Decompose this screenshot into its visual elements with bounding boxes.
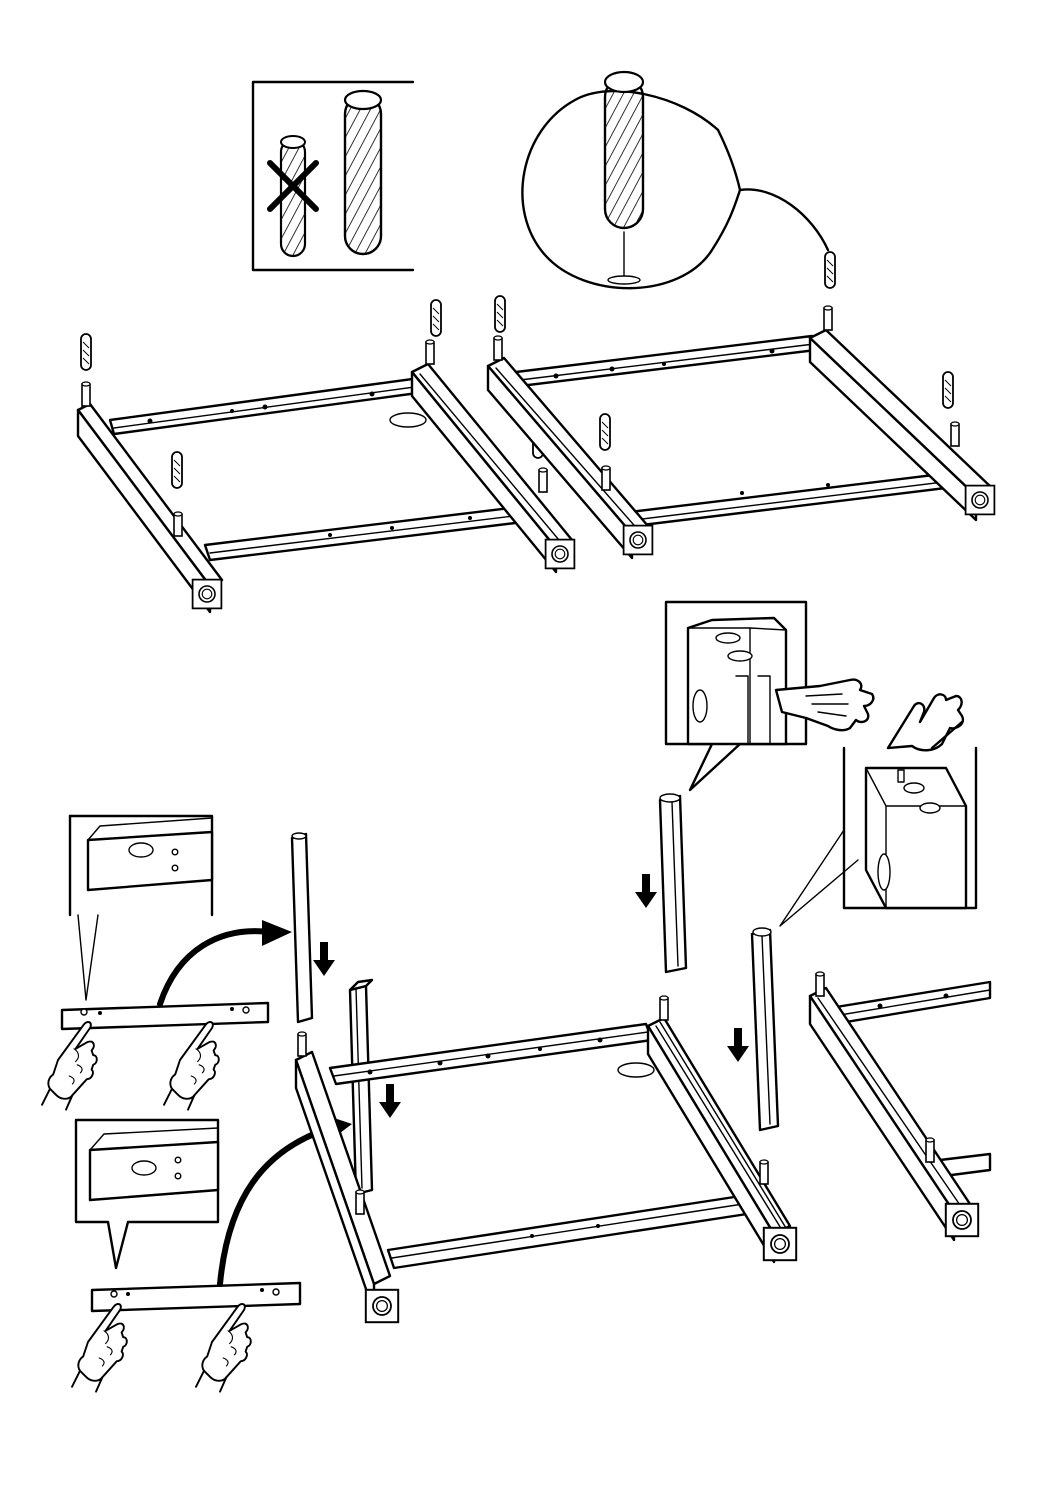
magnifier-callout xyxy=(522,72,828,288)
pointing-hand-icon xyxy=(42,1022,97,1110)
detail-callout-right xyxy=(780,748,976,926)
detail-callout-bottom-left xyxy=(76,1120,218,1268)
pointing-hand-icon xyxy=(196,1304,251,1392)
dowel-icon xyxy=(605,72,643,228)
down-arrow-icon xyxy=(635,874,657,908)
pointing-hand-icon xyxy=(164,1022,219,1110)
down-arrow-icon xyxy=(727,1028,749,1062)
step-insert-dowels xyxy=(78,72,994,612)
curved-arrow-icon xyxy=(160,920,292,1004)
pointing-hand-down-icon xyxy=(888,694,963,750)
side-frame-partial xyxy=(810,972,990,1240)
down-arrow-icon xyxy=(379,1084,401,1118)
upright-panel-left-front xyxy=(350,980,372,1194)
dowel-comparison-inset xyxy=(253,82,413,270)
pointing-hand-icon xyxy=(72,1304,127,1392)
upright-panel-right xyxy=(752,928,778,1130)
base-frame-right xyxy=(488,252,994,558)
step-attach-uprights xyxy=(42,602,990,1392)
upright-panel-middle xyxy=(660,794,686,972)
detail-callout-top-left xyxy=(70,816,212,1000)
down-arrow-icon xyxy=(313,942,335,976)
pointing-hand-horizontal-icon xyxy=(776,680,873,731)
small-rail-bottom xyxy=(92,1283,300,1311)
small-rail-top xyxy=(62,1003,268,1029)
upright-panel-left-back xyxy=(292,833,312,1022)
correct-dowel-icon xyxy=(345,91,381,254)
